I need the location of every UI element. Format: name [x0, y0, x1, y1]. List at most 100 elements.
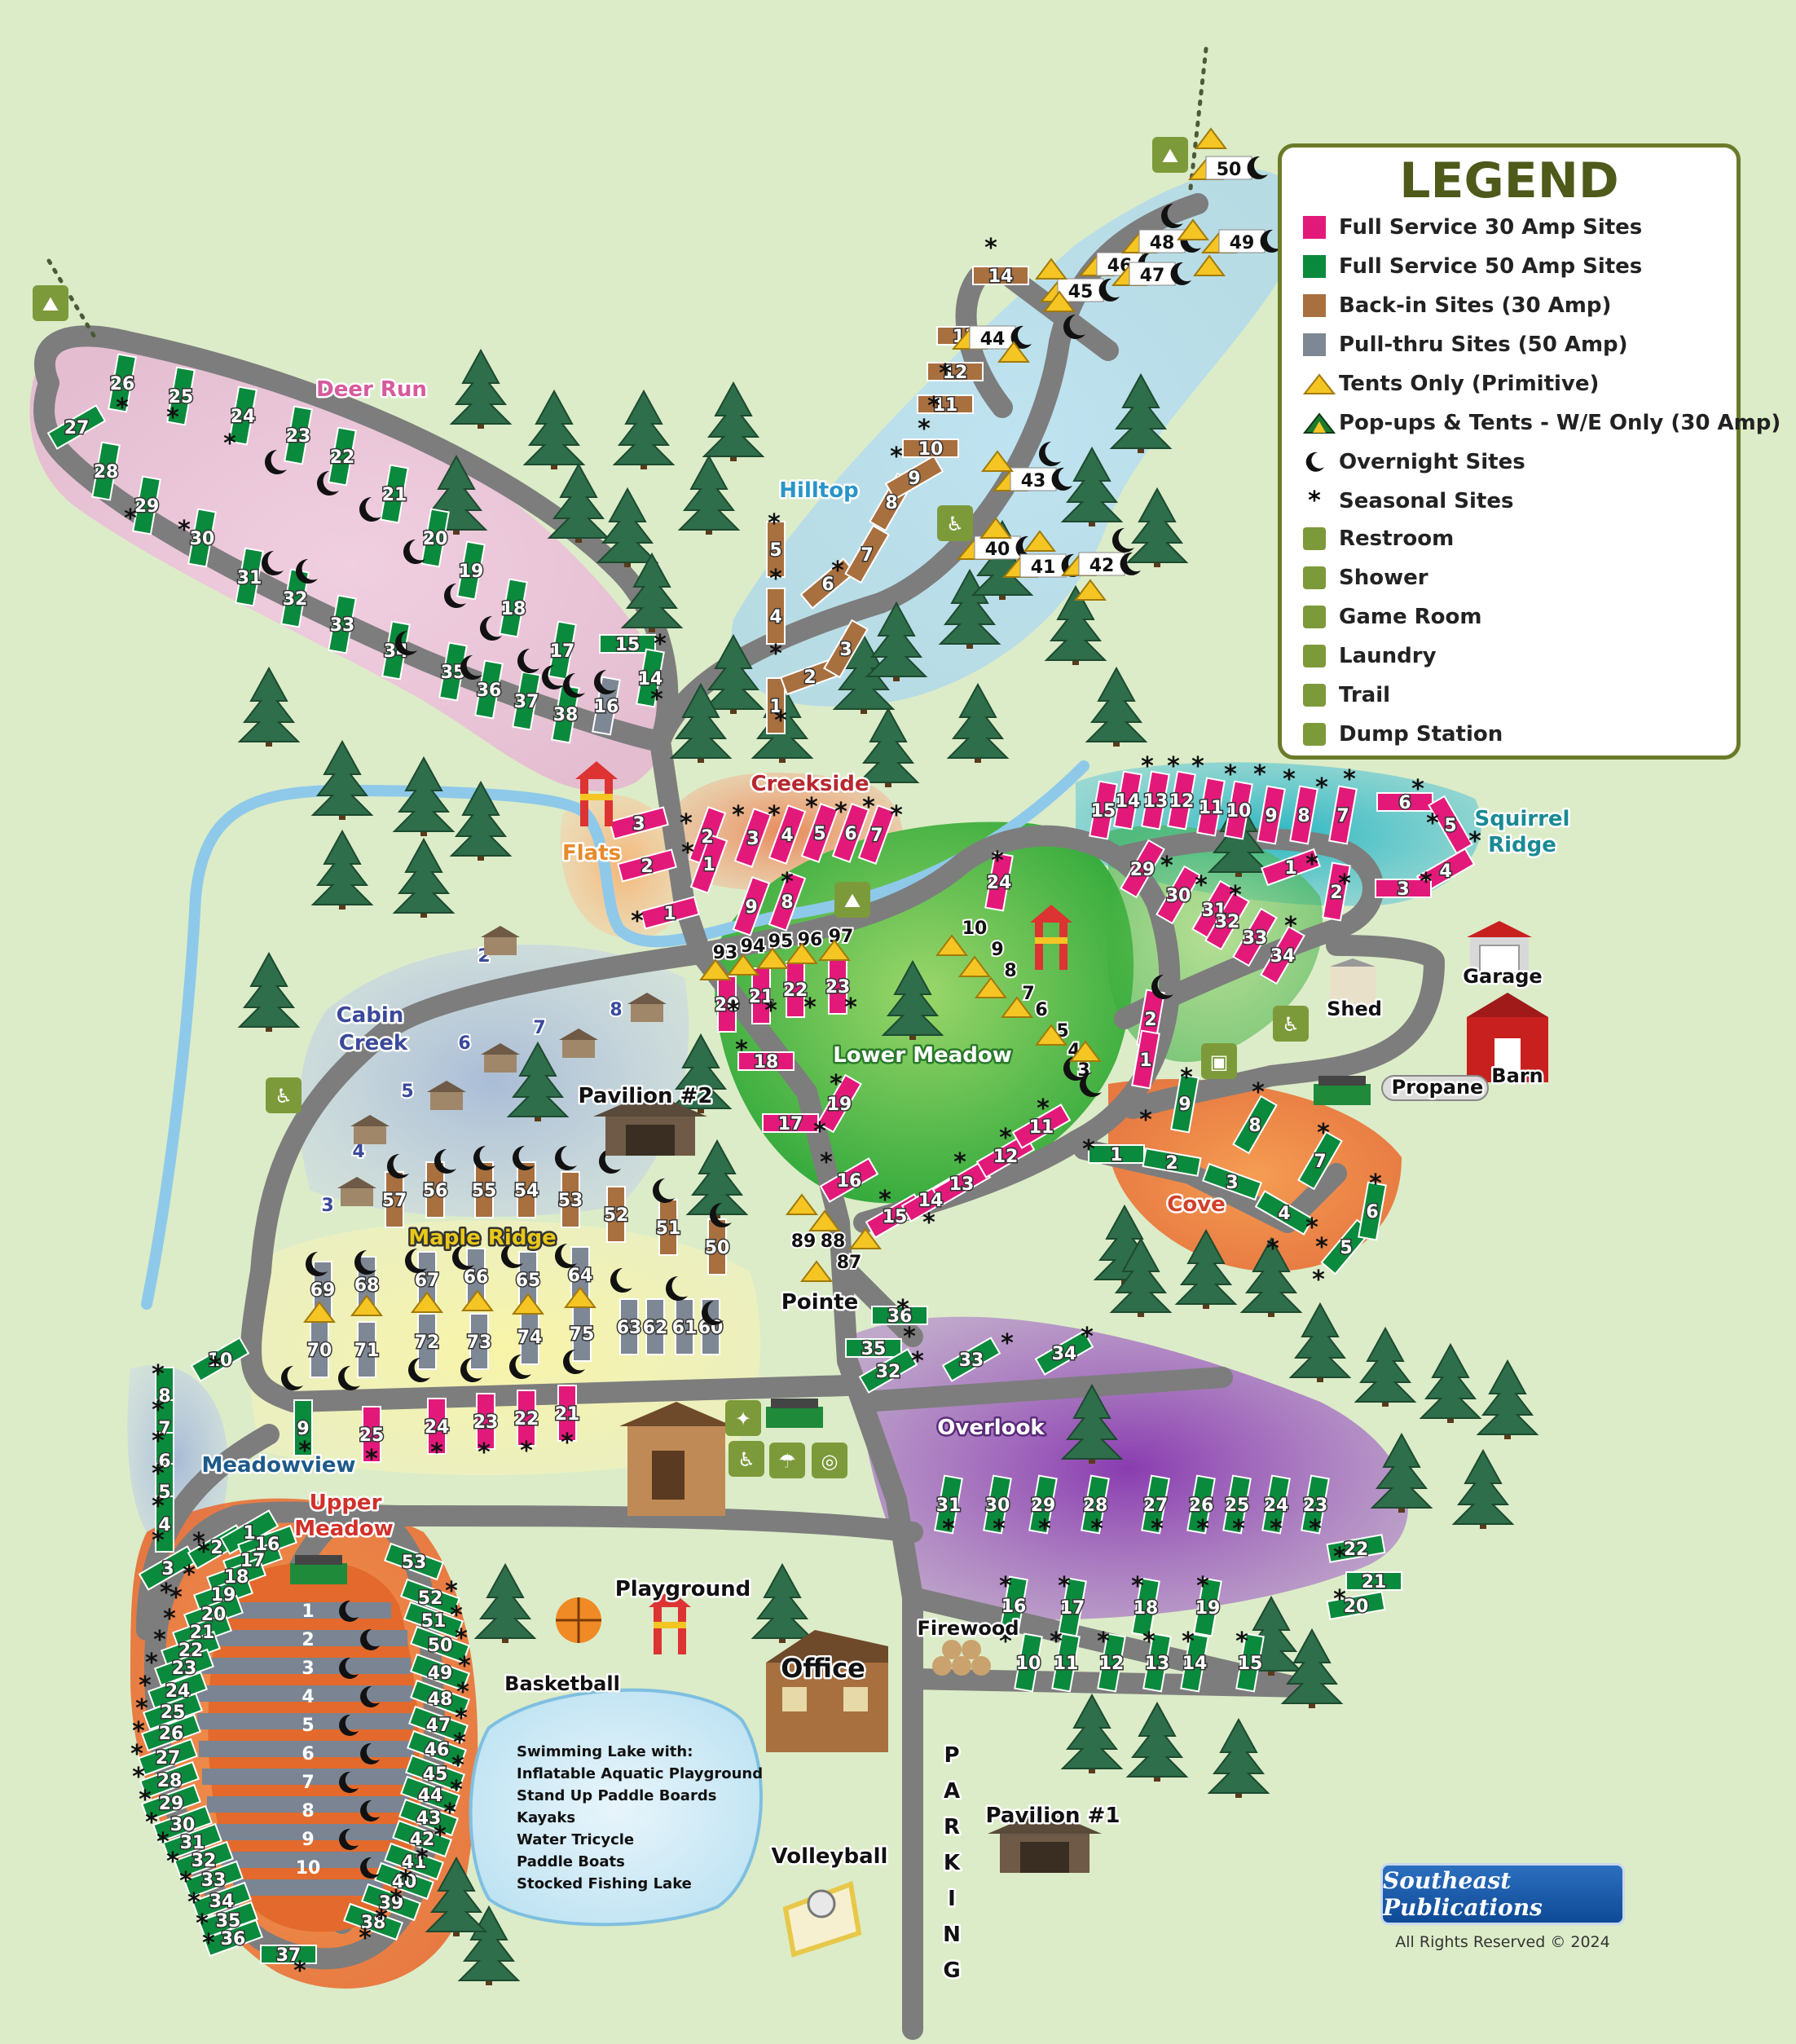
- area-label-cove: Cove: [1167, 1192, 1226, 1217]
- asterisk-icon: *: [375, 1905, 388, 1933]
- site-marker: [941, 1337, 1001, 1382]
- tree: [1239, 1595, 1303, 1676]
- moon-icon: [473, 1146, 495, 1170]
- site-marker: [162, 1822, 222, 1861]
- svg-text:♿: ♿: [946, 513, 964, 535]
- site-number: 50: [705, 1238, 730, 1258]
- svg-text:☂: ☂: [778, 1450, 796, 1473]
- tree: [1109, 1236, 1173, 1317]
- tent-icon: [975, 976, 1007, 998]
- site-marker: [1232, 1095, 1278, 1155]
- site-number: 29: [1031, 1496, 1056, 1516]
- playground-meadow: [1030, 905, 1072, 970]
- legend-item-back-in: Back-in Sites (30 Amp): [1303, 289, 1611, 322]
- site-marker: [293, 1399, 313, 1456]
- tent-site-number: 8: [1004, 961, 1016, 981]
- site-marker: [884, 455, 944, 500]
- moon-icon: [594, 670, 616, 694]
- tent-icon: [1177, 218, 1209, 240]
- asterisk-icon: *: [896, 1295, 909, 1324]
- asterisk-icon: *: [774, 707, 787, 735]
- site-number: 2: [701, 827, 713, 848]
- asterisk-icon: *: [768, 801, 781, 830]
- upper-meadow-row-number: 2: [302, 1630, 314, 1650]
- tent-icon: [818, 939, 851, 961]
- moon-icon: [281, 1366, 303, 1390]
- site-marker: [766, 521, 786, 578]
- asterisk-icon: *: [1180, 1064, 1193, 1092]
- tree: [1085, 666, 1148, 747]
- moon-icon: [1080, 1073, 1102, 1097]
- dumpster-game: [766, 1399, 823, 1428]
- legend-item-50amp: Full Service 50 Amp Sites: [1303, 250, 1642, 283]
- site-number: 25: [161, 1703, 186, 1723]
- site-marker: [152, 1804, 213, 1844]
- asterisk-icon: *: [680, 809, 693, 838]
- site-marker: [1141, 1474, 1170, 1535]
- asterisk-icon: *: [1312, 1266, 1325, 1294]
- site-number: 32: [283, 589, 308, 610]
- site-number: 50: [428, 1636, 453, 1656]
- asterisk-icon: *: [152, 1492, 165, 1521]
- creek: [141, 760, 1089, 1310]
- tree: [1060, 1693, 1124, 1773]
- asterisk-icon: *: [1229, 881, 1242, 910]
- site-marker: [328, 594, 357, 654]
- site-number: 15: [1238, 1654, 1263, 1674]
- asterisk-icon: *: [145, 1649, 158, 1677]
- site-marker: [512, 671, 541, 731]
- legend-item-pull-thru: Pull-thru Sites (50 Amp): [1303, 328, 1628, 361]
- site-marker: [410, 1653, 470, 1692]
- site-marker: [138, 1738, 198, 1777]
- tree: [310, 739, 374, 820]
- asterisk-icon: *: [999, 1124, 1012, 1152]
- moon-icon: [444, 584, 466, 608]
- site-number: 57: [382, 1191, 407, 1211]
- site-marker: [183, 1860, 244, 1899]
- site-number: 69: [310, 1280, 336, 1301]
- site-number: 14: [988, 267, 1014, 287]
- asterisk-icon: *: [922, 1209, 935, 1237]
- site-number: 51: [656, 1218, 681, 1239]
- asterisk-icon: *: [1338, 870, 1351, 898]
- site-number: 68: [354, 1275, 380, 1296]
- tent-site: 48: [1120, 229, 1201, 253]
- asterisk-icon: *: [953, 1148, 966, 1177]
- moon-icon: [666, 1276, 688, 1301]
- site-marker: [845, 1338, 902, 1358]
- site-marker: [1202, 1162, 1262, 1201]
- laundry-icon: [1303, 645, 1326, 667]
- site-number: 43: [416, 1808, 442, 1829]
- legend-item-shower: Shower: [1303, 562, 1428, 594]
- site-number: 25: [169, 387, 194, 407]
- asterisk-icon: *: [135, 1694, 148, 1723]
- site-marker: [1142, 1148, 1202, 1177]
- asterisk-icon: *: [1232, 1515, 1245, 1544]
- asterisk-icon: *: [160, 1579, 173, 1607]
- site-marker: [155, 1496, 174, 1553]
- site-number: 8: [885, 493, 897, 513]
- site-number: 13: [1145, 1654, 1170, 1674]
- site-number: 27: [156, 1748, 181, 1769]
- site-marker: [1235, 1632, 1265, 1693]
- area-label-creek: Creek: [339, 1031, 408, 1055]
- tree: [751, 1562, 814, 1643]
- dumpster-cove: [1314, 1076, 1371, 1105]
- swimming-lake: [469, 1688, 763, 1927]
- asterisk-icon: *: [1090, 1515, 1103, 1544]
- brown-square-icon: [1303, 294, 1326, 317]
- tree: [1125, 487, 1189, 567]
- svg-text:♿: ♿: [275, 1085, 293, 1108]
- tree: [392, 755, 456, 836]
- site-marker: [762, 1113, 819, 1133]
- trees: [237, 348, 1539, 1985]
- basketball-ball: [556, 1597, 601, 1643]
- moon-icon: [317, 471, 339, 496]
- moon-icon: [1151, 975, 1173, 999]
- site-marker: [1028, 1474, 1058, 1535]
- site-marker: [817, 1073, 862, 1134]
- asterisk-icon: *: [1038, 1515, 1051, 1544]
- tree: [1280, 1628, 1344, 1708]
- site-number: 12: [1169, 791, 1195, 812]
